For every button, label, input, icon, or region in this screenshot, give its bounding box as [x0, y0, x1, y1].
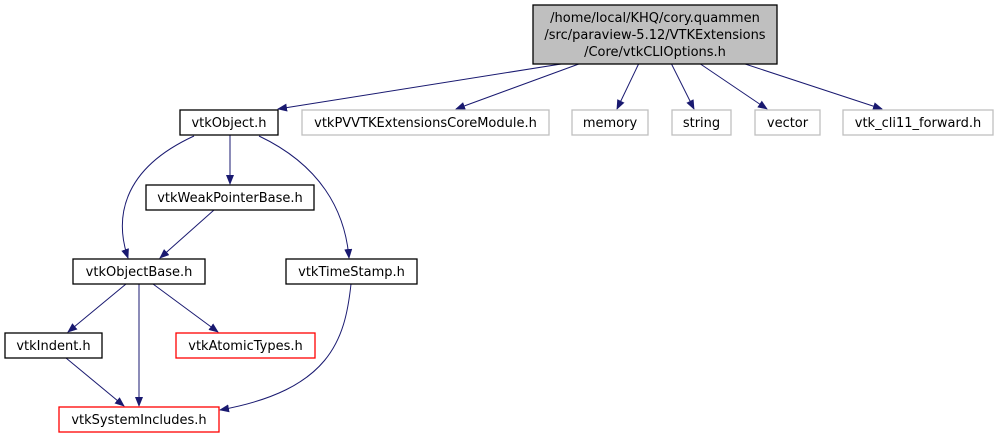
- edge-weak-to-objectBase: [159, 209, 215, 259]
- node-atomic[interactable]: vtkAtomicTypes.h: [175, 332, 316, 359]
- edge-objectBase-to-indent: [67, 283, 127, 333]
- node-sysIncludes[interactable]: vtkSystemIncludes.h: [58, 406, 220, 433]
- node-label: string: [683, 116, 720, 131]
- edge-timeStamp-to-sysIncludes: [219, 283, 352, 413]
- node-indent[interactable]: vtkIndent.h: [4, 332, 103, 359]
- node-label: /src/paraview-5.12/VTKExtensions: [544, 28, 765, 43]
- edge-indent-to-sysIncludes: [65, 357, 125, 407]
- node-label: vtkObjectBase.h: [86, 265, 193, 280]
- node-root[interactable]: /home/local/KHQ/cory.quammen/src/paravie…: [532, 4, 778, 65]
- node-vtkObject[interactable]: vtkObject.h: [179, 109, 279, 136]
- node-vector: vector: [754, 109, 821, 136]
- node-label: vector: [767, 116, 809, 131]
- node-label: /Core/vtkCLIOptions.h: [584, 45, 726, 60]
- edge-root-to-vector: [695, 60, 768, 110]
- edge-objectBase-to-atomic: [152, 283, 219, 333]
- node-coreModule: vtkPVVTKExtensionsCoreModule.h: [301, 109, 550, 136]
- node-label: vtkObject.h: [191, 116, 266, 131]
- node-label: /home/local/KHQ/cory.quammen: [550, 11, 760, 26]
- edge-vtkObject-to-objectBase: [121, 135, 195, 259]
- node-label: vtkPVVTKExtensionsCoreModule.h: [314, 116, 537, 131]
- edge-root-to-vtkObject: [277, 60, 581, 112]
- node-box: [671, 109, 732, 136]
- node-box: [571, 109, 649, 136]
- edge-root-to-string: [669, 60, 695, 110]
- node-label: vtkWeakPointerBase.h: [157, 191, 303, 206]
- node-box: [532, 4, 778, 65]
- node-label: vtkAtomicTypes.h: [188, 339, 302, 354]
- node-box: [301, 109, 550, 136]
- node-box: [179, 109, 279, 136]
- node-box: [175, 332, 316, 359]
- node-box: [842, 109, 994, 136]
- node-label: vtkSystemIncludes.h: [71, 413, 206, 428]
- node-cli11: vtk_cli11_forward.h: [842, 109, 994, 136]
- node-objectBase[interactable]: vtkObjectBase.h: [72, 258, 206, 285]
- node-box: [754, 109, 821, 136]
- node-label: vtkIndent.h: [16, 339, 90, 354]
- edge-root-to-cli11: [735, 60, 883, 110]
- node-label: vtk_cli11_forward.h: [855, 116, 981, 131]
- edge-root-to-coreModule: [455, 60, 588, 110]
- node-weak[interactable]: vtkWeakPointerBase.h: [145, 184, 315, 211]
- node-box: [4, 332, 103, 359]
- node-box: [285, 258, 418, 285]
- node-label: vtkTimeStamp.h: [298, 265, 405, 280]
- node-box: [72, 258, 206, 285]
- node-box: [58, 406, 220, 433]
- node-string: string: [671, 109, 732, 136]
- node-timeStamp[interactable]: vtkTimeStamp.h: [285, 258, 418, 285]
- node-memory: memory: [571, 109, 649, 136]
- node-label: memory: [583, 116, 638, 131]
- edge-root-to-memory: [616, 60, 641, 110]
- node-box: [145, 184, 315, 211]
- edge-vtkObject-to-timeStamp: [258, 135, 353, 259]
